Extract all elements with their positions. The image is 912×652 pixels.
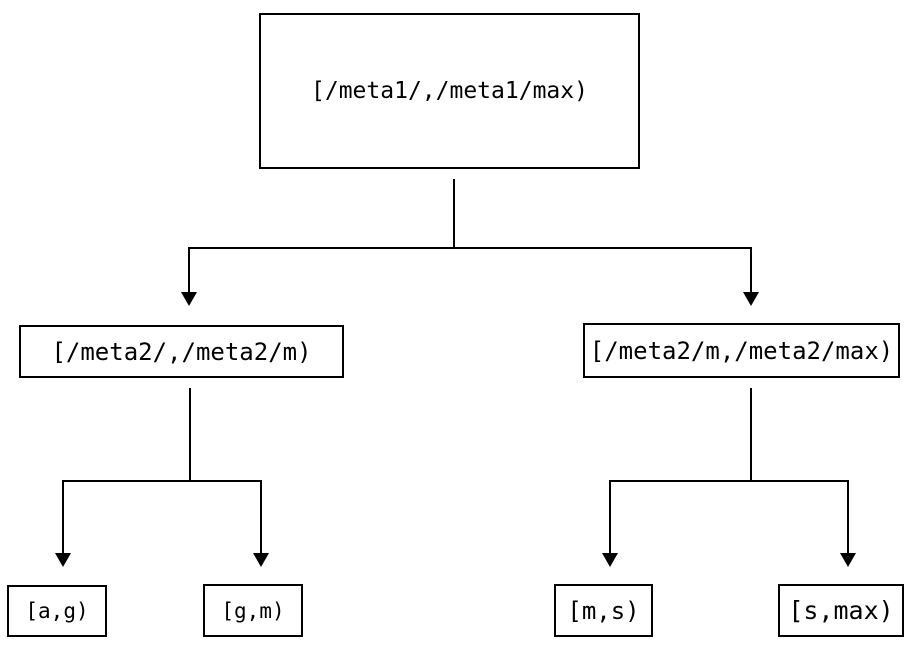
arrow-down-icon bbox=[253, 553, 269, 567]
arrow-down-icon bbox=[181, 292, 197, 306]
node-right-meta2-range: [/meta2/m,/meta2/max) bbox=[583, 323, 900, 378]
node-leaf-smax: [s,max) bbox=[778, 584, 904, 637]
edge-left-mid-branch-bar bbox=[62, 480, 262, 482]
arrow-down-icon bbox=[55, 553, 71, 567]
edge-left-mid-to-gm-line bbox=[260, 480, 262, 554]
edge-root-stem-line bbox=[453, 179, 455, 249]
node-left-mid-label: [/meta2/,/meta2/m) bbox=[51, 337, 312, 366]
node-leaf-ms-label: [m,s) bbox=[567, 596, 640, 625]
node-leaf-smax-label: [s,max) bbox=[788, 596, 894, 625]
edge-root-to-right-mid-line bbox=[750, 247, 752, 293]
arrow-down-icon bbox=[602, 553, 618, 567]
arrow-down-icon bbox=[743, 292, 759, 306]
node-leaf-gm: [g,m) bbox=[203, 584, 303, 637]
node-leaf-ag: [a,g) bbox=[7, 585, 107, 637]
node-right-mid-label: [/meta2/m,/meta2/max) bbox=[589, 336, 894, 365]
edge-right-mid-to-smax-line bbox=[847, 480, 849, 554]
node-leaf-ms: [m,s) bbox=[554, 584, 653, 637]
edge-left-mid-stem-line bbox=[189, 388, 191, 482]
node-left-meta2-range: [/meta2/,/meta2/m) bbox=[19, 325, 344, 378]
edge-right-mid-to-ms-line bbox=[609, 480, 611, 554]
edge-root-branch-bar bbox=[188, 247, 752, 249]
node-root-meta1-range: [/meta1/,/meta1/max) bbox=[259, 13, 640, 169]
arrow-down-icon bbox=[840, 553, 856, 567]
edge-right-mid-branch-bar bbox=[609, 480, 849, 482]
edge-root-to-left-mid-line bbox=[188, 247, 190, 293]
node-root-label: [/meta1/,/meta1/max) bbox=[311, 78, 588, 104]
node-leaf-gm-label: [g,m) bbox=[221, 598, 285, 623]
edge-left-mid-to-ag-line bbox=[62, 480, 64, 554]
edge-right-mid-stem-line bbox=[750, 388, 752, 482]
node-leaf-ag-label: [a,g) bbox=[25, 599, 89, 623]
